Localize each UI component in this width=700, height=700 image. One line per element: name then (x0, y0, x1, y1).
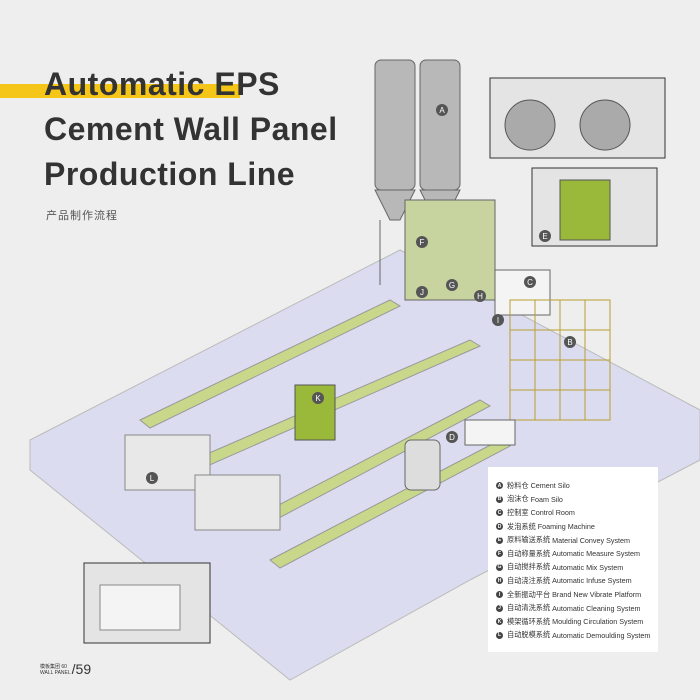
legend-en: Automatic Demoulding System (552, 630, 651, 640)
letter-badge-icon: D (496, 523, 503, 531)
legend-cn: 全新振动平台 (507, 589, 551, 599)
foam-tank (464, 419, 516, 446)
marker-c: C (524, 276, 536, 288)
legend-en: Brand New Vibrate Platform (552, 590, 642, 600)
legend-en: Automatic Mix System (552, 562, 624, 572)
legend-item: H 自动浇注系统 Automatic Infuse System (496, 574, 658, 588)
legend-cn: 粉料仓 (507, 480, 529, 490)
svg-text:A: A (439, 106, 445, 115)
marker-e: E (539, 230, 551, 242)
legend-cn: 控制室 (507, 507, 529, 517)
legend-item: G 自动搅拌系统 Automatic Mix System (496, 561, 658, 575)
marker-b: B (564, 336, 576, 348)
svg-text:L: L (150, 474, 155, 483)
legend-item: B 泡沫仓 Foam Silo (496, 493, 658, 507)
svg-text:K: K (315, 394, 321, 403)
legend-cn: 自动清洗系统 (507, 603, 551, 613)
legend-en: Moulding Circulation System (552, 617, 644, 627)
letter-badge-icon: I (496, 591, 503, 599)
marker-h: H (474, 290, 486, 302)
marker-k: K (312, 392, 324, 404)
subtitle: 产品制作流程 (46, 210, 118, 222)
letter-badge-icon: J (496, 604, 503, 612)
legend-cn: 泡沫仓 (507, 494, 529, 504)
legend-en: Foaming Machine (537, 522, 595, 532)
legend-cn: 自动称量系统 (507, 548, 551, 558)
legend-en: Cement Silo (530, 481, 570, 491)
letter-markers: A B C D E F G H I J K L (146, 104, 576, 484)
legend-cn: 模架循环系统 (507, 616, 551, 626)
footer-brand-cn: 模板集团 (40, 664, 61, 670)
letter-badge-icon: A (496, 482, 503, 490)
legend-en: Automatic Measure System (552, 549, 641, 559)
title-line-1: Automatic EPS (44, 66, 280, 102)
letter-badge-icon: F (496, 550, 503, 558)
legend-en: Automatic Infuse System (552, 576, 632, 586)
cement-silos (374, 59, 461, 290)
marker-a: A (436, 104, 448, 116)
letter-badge-icon: H (496, 577, 503, 585)
legend-en: Automatic Cleaning System (552, 603, 641, 613)
legend-en: Control Room (530, 508, 575, 518)
legend-item: L 自动脱模系统 Automatic Demoulding System (496, 629, 658, 643)
legend-item: J 自动清洗系统 Automatic Cleaning System (496, 601, 658, 615)
legend-cn: 原料输送系统 (507, 535, 551, 545)
footer-page-number: /59 (71, 661, 92, 677)
marker-l: L (146, 472, 158, 484)
svg-text:J: J (420, 288, 424, 297)
legend-item: K 模架循环系统 Moulding Circulation System (496, 615, 658, 629)
svg-text:B: B (567, 338, 572, 347)
letter-badge-icon: G (496, 563, 503, 571)
legend-en: Foam Silo (530, 494, 563, 504)
marker-f: F (416, 236, 428, 248)
legend-item: A 粉料仓 Cement Silo (496, 479, 658, 493)
legend-cn: 自动搅拌系统 (507, 562, 551, 572)
svg-text:C: C (527, 278, 533, 287)
legend-cn: 自动脱模系统 (507, 630, 551, 640)
legend-cn: 发泡系统 (507, 521, 536, 531)
marker-g: G (446, 279, 458, 291)
title-line-2: Cement Wall Panel (44, 111, 338, 147)
marker-j: J (416, 286, 428, 298)
svg-text:I: I (497, 316, 499, 325)
svg-text:G: G (449, 281, 455, 290)
letter-badge-icon: L (496, 631, 503, 639)
legend-item: E 原料输送系统 Material Convey System (496, 533, 658, 547)
page-title: Automatic EPS Cement Wall Panel Producti… (44, 62, 338, 197)
title-accent-bar (0, 84, 240, 98)
foaming-machine (404, 439, 441, 491)
letter-badge-icon: E (496, 536, 503, 544)
letter-badge-icon: C (496, 509, 503, 517)
legend-cn: 自动浇注系统 (507, 575, 551, 585)
svg-text:D: D (449, 433, 455, 442)
footer-brand-en: WALL PANEL (40, 670, 71, 676)
svg-text:H: H (477, 292, 483, 301)
svg-text:F: F (420, 238, 425, 247)
legend-item: I 全新振动平台 Brand New Vibrate Platform (496, 588, 658, 602)
page-footer: 模板集团 60 WALL PANEL /59 (40, 662, 91, 676)
marker-i: I (492, 314, 504, 326)
marker-d: D (446, 431, 458, 443)
letter-badge-icon: K (496, 618, 503, 626)
control-room (494, 269, 551, 316)
footer-page-left: 60 (61, 664, 67, 670)
letter-badge-icon: B (496, 495, 503, 503)
legend-item: F 自动称量系统 Automatic Measure System (496, 547, 658, 561)
legend-en: Material Convey System (552, 535, 631, 545)
legend-item: C 控制室 Control Room (496, 506, 658, 520)
foam-silo-frame (509, 299, 611, 421)
title-line-3: Production Line (44, 156, 296, 192)
demoulding-machine-2 (194, 474, 281, 531)
legend-item: D 发泡系统 Foaming Machine (496, 520, 658, 534)
svg-text:E: E (542, 232, 547, 241)
